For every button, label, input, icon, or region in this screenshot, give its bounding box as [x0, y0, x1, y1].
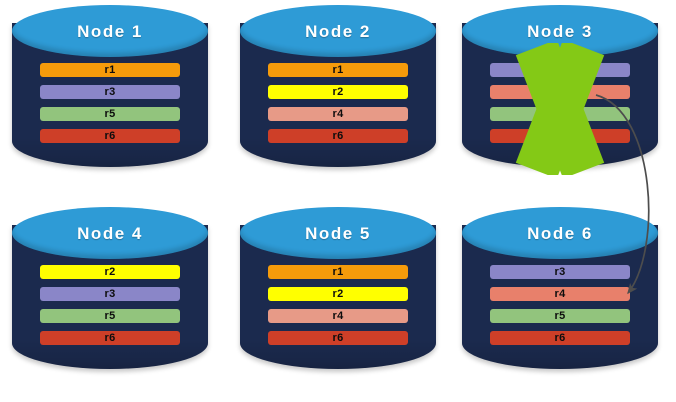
- node-cylinder-5[interactable]: r1 r2 r4 r6 Node 5: [240, 207, 436, 387]
- record-list: r3 r4 r5 r6: [490, 63, 630, 143]
- record-bar-r4[interactable]: r4: [490, 85, 630, 99]
- record-bar-r6[interactable]: r6: [490, 331, 630, 345]
- record-bar-r1[interactable]: r1: [268, 265, 408, 279]
- record-bar-r1[interactable]: r1: [268, 63, 408, 77]
- record-bar-r6[interactable]: r6: [40, 129, 180, 143]
- record-bar-r1[interactable]: r1: [40, 63, 180, 77]
- record-bar-r4[interactable]: r4: [490, 287, 630, 301]
- cylinder-top-ellipse: [240, 207, 436, 259]
- node-title: Node 6: [527, 224, 593, 243]
- node-title: Node 1: [77, 22, 143, 41]
- record-bar-r6[interactable]: r6: [40, 331, 180, 345]
- record-list: r2 r3 r5 r6: [40, 265, 180, 345]
- record-bar-r3[interactable]: r3: [490, 63, 630, 77]
- node-title: Node 3: [527, 22, 593, 41]
- record-bar-r5[interactable]: r5: [490, 107, 630, 121]
- cylinder-top-ellipse: [12, 207, 208, 259]
- record-bar-r2[interactable]: r2: [40, 265, 180, 279]
- cylinder-top-ellipse: [240, 5, 436, 57]
- record-bar-r5[interactable]: r5: [40, 309, 180, 323]
- cylinder-top-ellipse: [12, 5, 208, 57]
- node-title: Node 2: [305, 22, 371, 41]
- record-bar-r6[interactable]: r6: [268, 129, 408, 143]
- record-list: r1 r2 r4 r6: [268, 265, 408, 345]
- record-bar-r4[interactable]: r4: [268, 309, 408, 323]
- record-bar-r3[interactable]: r3: [490, 265, 630, 279]
- node-title: Node 4: [77, 224, 143, 243]
- node-cylinder-2[interactable]: r1 r2 r4 r6 Node 2: [240, 5, 436, 185]
- record-bar-r3[interactable]: r3: [40, 85, 180, 99]
- record-bar-r2[interactable]: r2: [268, 287, 408, 301]
- record-list: r3 r4 r5 r6: [490, 265, 630, 345]
- record-bar-r6[interactable]: r6: [268, 331, 408, 345]
- record-bar-r3[interactable]: r3: [40, 287, 180, 301]
- record-list: r1 r2 r4 r6: [268, 63, 408, 143]
- node-cylinder-6[interactable]: r3 r4 r5 r6 Node 6: [462, 207, 658, 387]
- record-bar-r4[interactable]: r4: [268, 107, 408, 121]
- node-cylinder-3[interactable]: r3 r4 r5 r6 Node 3: [462, 5, 658, 185]
- node-cylinder-4[interactable]: r2 r3 r5 r6 Node 4: [12, 207, 208, 387]
- record-bar-r5[interactable]: r5: [490, 309, 630, 323]
- node-cylinder-1[interactable]: r1 r3 r5 r6 Node 1: [12, 5, 208, 185]
- record-bar-r2[interactable]: r2: [268, 85, 408, 99]
- record-bar-r6[interactable]: r6: [490, 129, 630, 143]
- node-title: Node 5: [305, 224, 371, 243]
- record-list: r1 r3 r5 r6: [40, 63, 180, 143]
- record-bar-r5[interactable]: r5: [40, 107, 180, 121]
